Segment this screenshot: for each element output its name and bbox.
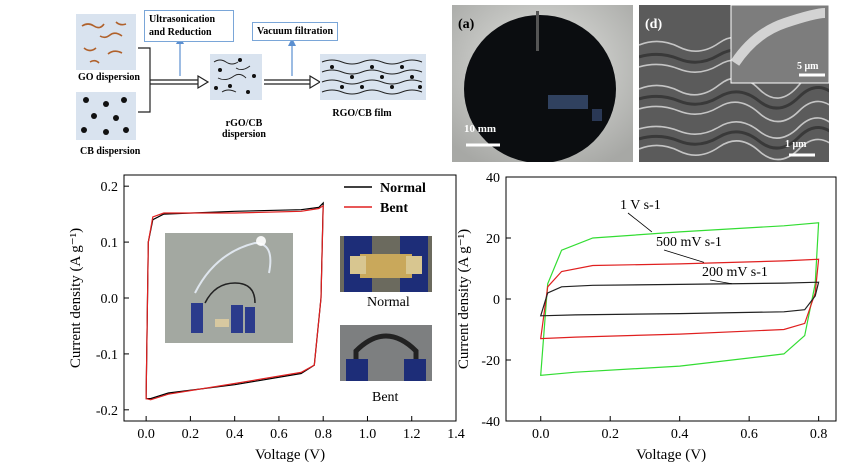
y-axis-label: Current density (A g⁻¹) [68,228,84,368]
panel-d-label: (d) [645,17,663,32]
go-box [76,14,136,70]
y-tick-label: 20 [486,232,500,247]
scale-d-inset-label: 5 μm [797,61,819,72]
y-tick-label: -20 [481,354,500,369]
x-tick-label: 0.4 [671,427,689,442]
bent-caption: Bent [372,390,399,405]
x-tick-label: 1.2 [403,427,421,442]
y-tick-label: 0.2 [101,180,119,195]
y-axis-label: Current density (A g⁻¹) [456,229,472,369]
y-tick-label: -40 [481,415,500,430]
step2-label: Vacuum filtration [252,22,339,41]
x-tick-label: 1.4 [447,427,465,442]
mix-label: rGO/CB dispersion [222,118,266,140]
scale-a-label: 10 mm [464,123,497,135]
cv-loop-Bent [145,204,324,401]
y-tick-label: 0 [493,293,500,308]
step1-label: Ultrasonication and Reduction [144,10,234,42]
x-tick-label: 0.0 [137,427,155,442]
x-tick-label: 0.6 [740,427,758,442]
cb-particles [81,97,129,135]
curve-label: 500 mV s-1 [656,235,722,250]
normal-caption: Normal [367,295,410,310]
x-tick-label: 0.2 [601,427,619,442]
curve-pointer [709,279,732,285]
panel-a-label: (a) [458,17,475,32]
y-tick-label: -0.2 [96,404,118,419]
x-tick-label: 1.0 [359,427,377,442]
wafer-image [452,5,633,162]
legend-label: Bent [380,201,408,216]
cv-loop-500-mV-s-1 [540,258,820,340]
photo-d: (d) 5 μm 1 μm [639,5,829,162]
curve-pointer [627,212,653,233]
process-schematic: GO dispersion CB dispersion Ultrasonicat… [70,8,440,168]
y-tick-label: 40 [486,171,500,186]
normal-photo [340,236,432,292]
sem-image [639,5,829,162]
go-dispersion-label: GO dispersion [78,72,140,83]
x-axis-label: Voltage (V) [636,447,706,463]
y-tick-label: 0.0 [101,292,119,307]
process-drawing [76,14,426,140]
x-axis-label: Voltage (V) [255,447,325,463]
film-label: RGO/CB film [332,108,392,119]
curve-pointer [663,249,705,263]
cv-loop-200-mV-s-1 [539,281,820,317]
curve-label: 1 V s-1 [620,198,661,213]
x-tick-label: 0.0 [532,427,550,442]
go-flakes [81,21,127,64]
x-tick-label: 0.4 [226,427,244,442]
scale-d-main-label: 1 μm [785,139,807,150]
cb-dispersion-label: CB dispersion [80,146,141,157]
x-tick-label: 0.6 [270,427,288,442]
cv-loop-1-V-s-1 [540,222,820,376]
merge-arrow [138,47,198,113]
film-box [320,54,426,100]
device-photo [165,233,293,343]
x-tick-label: 0.8 [314,427,332,442]
plot-frame [505,176,837,422]
x-tick-label: 0.8 [810,427,828,442]
cv-chart-normal-bent: 0.0 0.2 0.4 0.6 0.8 1.0 1.2 1.4 -0.2 -0.1 0.0 0.1 0.… [68,174,465,463]
x-tick-label: 0.2 [182,427,200,442]
curve-label: 200 mV s-1 [702,265,768,280]
y-tick-label: -0.1 [96,348,118,363]
bent-photo [340,325,432,381]
photo-a: (a) 10 mm [452,5,633,162]
y-tick-label: 0.1 [101,236,119,251]
legend-label: Normal [380,181,426,196]
